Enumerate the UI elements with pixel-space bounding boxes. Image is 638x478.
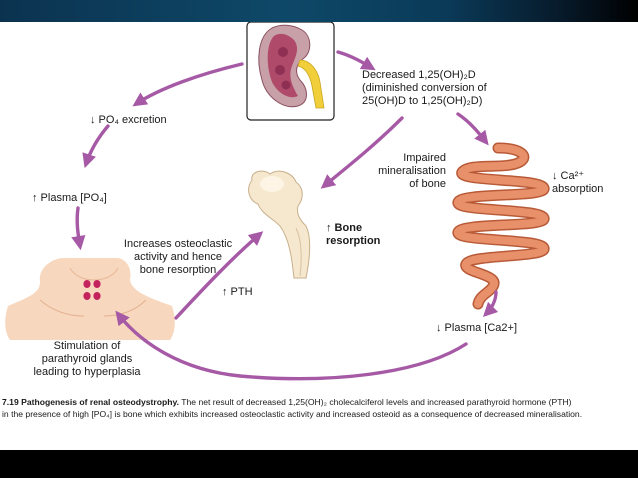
caption-text-1: The net result of decreased 1,25(OH)₂ ch…: [179, 397, 572, 407]
arrow-vitd-to-bone: [320, 116, 404, 189]
slide-header-bar: [0, 0, 638, 22]
arrow-neck-to-bone: [174, 231, 264, 320]
arrow-plasma-to-neck: [71, 206, 86, 251]
arrow-intestine-to-ca: [482, 290, 499, 318]
figure-panel: Decreased 1,25(OH)₂D (diminished convers…: [0, 22, 638, 450]
arrow-vitd-to-intestine: [456, 112, 489, 146]
label-line: absorption: [552, 183, 604, 195]
label-plasma-po4: ↑ Plasma [PO₄]: [32, 192, 107, 204]
label-line: ↓ Ca²⁺: [552, 170, 585, 182]
label-ca-absorption: ↓ Ca²⁺ absorption: [552, 170, 603, 196]
diagram-canvas: [5, 22, 550, 381]
label-line: Increases osteoclastic: [123, 238, 233, 250]
bone-illustration: [248, 170, 311, 279]
arrow-po4-to-plasma: [82, 124, 110, 169]
label-line: leading to hyperplasia: [33, 366, 141, 378]
label-line: activity and hence: [133, 251, 223, 263]
label-line: Impaired: [403, 152, 446, 164]
label-line: mineralisation: [378, 165, 446, 177]
label-plasma-ca: ↓ Plasma [Ca2+]: [436, 322, 518, 334]
label-pth: ↑ PTH: [222, 286, 253, 298]
label-line: 25(OH)D to 1,25(OH)₂D): [362, 95, 483, 107]
kidney-illustration: [246, 22, 335, 121]
label-decreased-vitd: Decreased 1,25(OH)₂D (diminished convers…: [362, 69, 487, 108]
label-bone-resorption: ↑ Bone resorption: [326, 222, 380, 248]
label-line: of bone: [409, 178, 446, 190]
label-po4-excretion: ↓ PO₄ excretion: [90, 114, 167, 126]
caption-line-1: 7.19 Pathogenesis of renal osteodystroph…: [2, 396, 638, 408]
caption-text-2: in the presence of high [PO₄] is bone wh…: [2, 409, 583, 419]
caption-title: Pathogenesis of renal osteodystrophy.: [21, 397, 180, 407]
caption-figure-number: 7.19: [2, 397, 19, 407]
neck-illustration: [5, 258, 175, 340]
label-line: Decreased 1,25(OH)₂D: [362, 69, 476, 81]
label-osteoclastic-activity: Increases osteoclastic activity and henc…: [112, 238, 244, 277]
label-line: resorption: [326, 235, 381, 247]
arrow-kidney-to-po4: [132, 62, 244, 107]
label-line: parathyroid glands: [41, 353, 133, 365]
label-line: (diminished conversion of: [362, 82, 487, 94]
slide-footer-bar: [0, 450, 638, 478]
arrow-ca-to-neck: [115, 310, 468, 381]
label-parathyroid-stimulation: Stimulation of parathyroid glands leadin…: [14, 340, 160, 379]
label-line: bone resorption: [139, 264, 217, 276]
arrow-kidney-to-vitd: [336, 50, 376, 71]
figure-caption: 7.19 Pathogenesis of renal osteodystroph…: [2, 396, 638, 420]
label-line: ↑ Bone: [326, 222, 363, 234]
label-impaired-mineralisation: Impaired mineralisation of bone: [354, 152, 446, 191]
label-line: Stimulation of: [53, 340, 121, 352]
intestine-illustration: [452, 142, 550, 310]
